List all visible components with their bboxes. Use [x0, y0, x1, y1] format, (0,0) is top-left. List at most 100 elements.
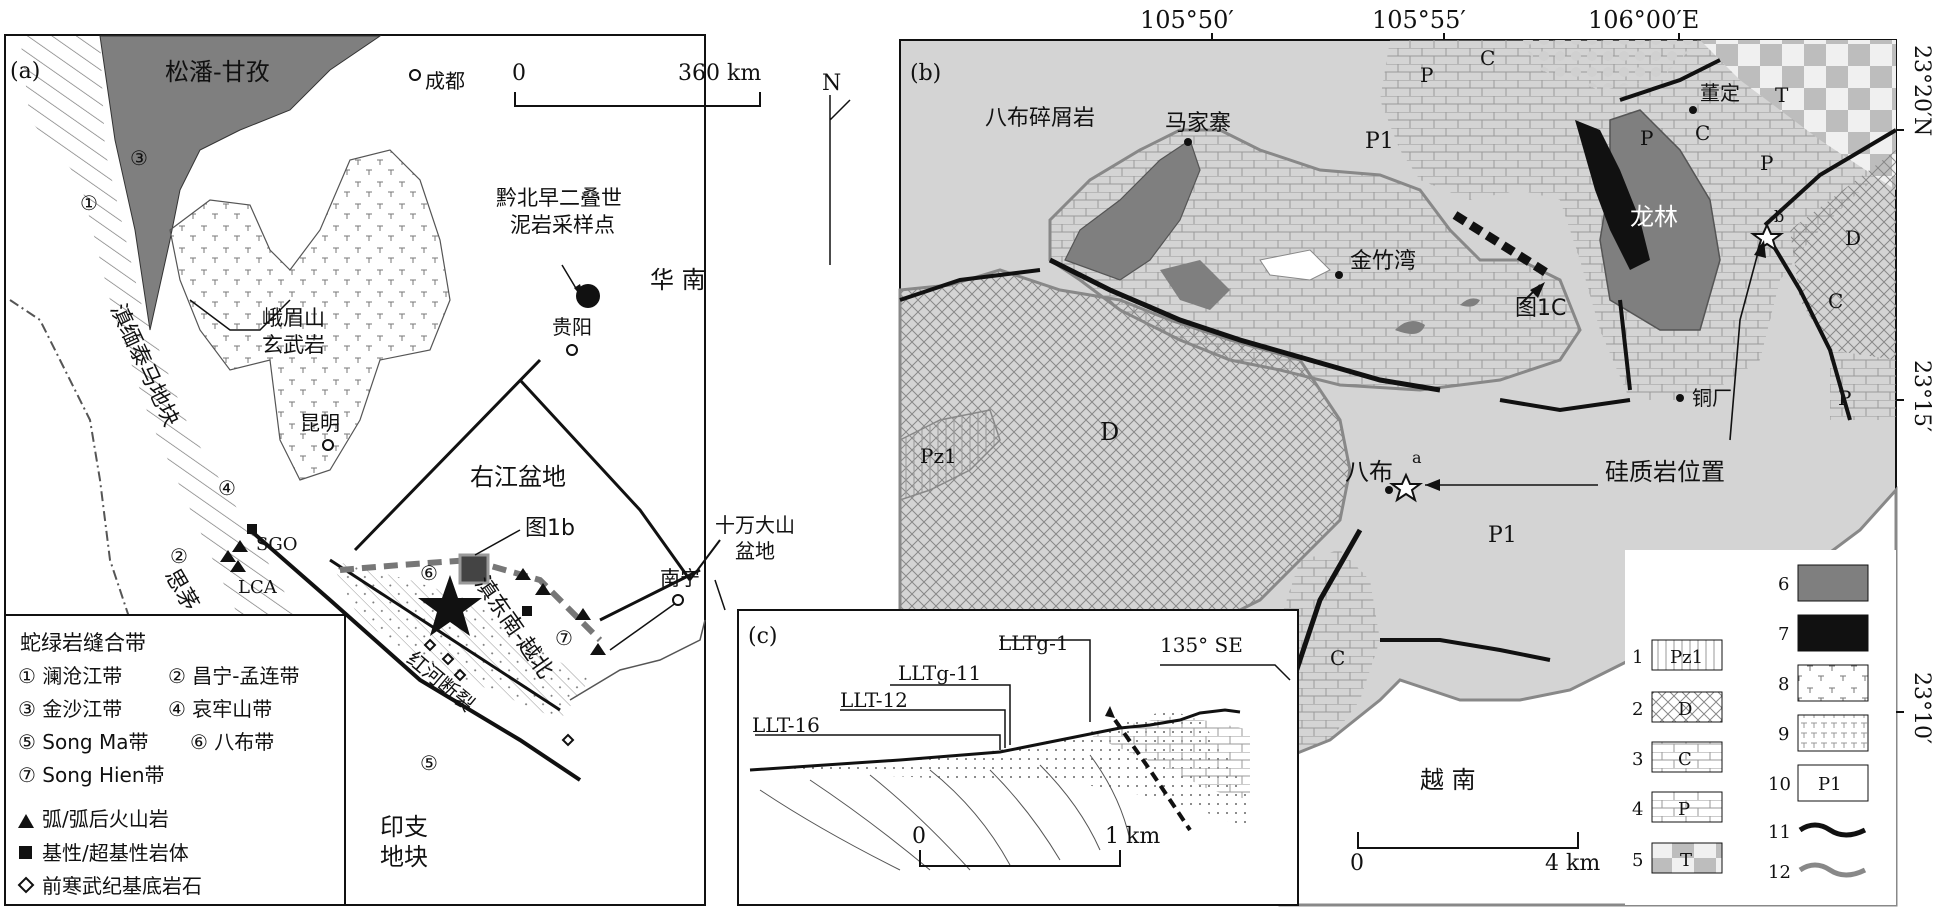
- p-mid-label: P: [1760, 151, 1773, 175]
- legend-diamond-icon: [17, 876, 35, 894]
- suture-1-marker: ①: [80, 191, 98, 215]
- c-top-label: C: [1480, 46, 1495, 70]
- honghe-fault: [248, 528, 582, 782]
- legend-b-text-2: D: [1678, 699, 1692, 720]
- nanning-arrow: [609, 599, 681, 651]
- fig1b-box: [458, 553, 490, 585]
- legend-b-num-7: 7: [1778, 624, 1789, 645]
- panel-c-label: (c): [748, 624, 778, 649]
- d-right-label: D: [1845, 226, 1861, 250]
- panel-b-label: (b): [910, 61, 941, 86]
- p1-bottom-label: P1: [1488, 523, 1517, 548]
- vietnam-label: 越 南: [1420, 766, 1476, 794]
- site-a-label: a: [1412, 448, 1422, 467]
- legend-b-swatch-6: [1797, 564, 1869, 602]
- guiyang-label: 贵阳: [552, 315, 592, 339]
- north-arrow-icon: [829, 95, 851, 265]
- suture-3-marker: ③: [130, 146, 148, 170]
- yinzhi-boundary: [329, 558, 561, 712]
- lat-tick-3: 23°10′: [1909, 672, 1934, 744]
- suture-2-marker: ②: [170, 544, 188, 568]
- sgo-label: SGO: [256, 534, 297, 555]
- dongding-label: 董定: [1700, 81, 1740, 105]
- pz1-label: Pz1: [920, 444, 957, 468]
- north-label: N: [822, 71, 841, 96]
- chengdu-label: 成都: [425, 69, 465, 93]
- legend-b-swatch-3: [1651, 741, 1723, 773]
- direction-label: 135° SE: [1160, 633, 1243, 657]
- siliceous-site-a-icon: [1389, 472, 1423, 503]
- legend-a-diamond: 前寒武纪基底岩石: [42, 874, 202, 898]
- sample-lltg11: LLTg-11: [898, 661, 981, 685]
- fig1b-leader: [474, 529, 521, 556]
- kunming-city-icon: [322, 439, 334, 451]
- c-top2-label: C: [1695, 121, 1710, 145]
- scale-a-max: 360 km: [678, 61, 761, 86]
- lat-ticks: [1896, 129, 1904, 713]
- section-fault: [1113, 718, 1192, 832]
- shiwan-label-1: 十万大山: [715, 513, 795, 537]
- legend-b-num-6: 6: [1778, 574, 1789, 595]
- jinzhuwan-label: 金竹湾: [1350, 249, 1416, 274]
- babu-breccia-label: 八布碎屑岩: [985, 106, 1095, 131]
- legend-b-line-11: [1798, 822, 1867, 838]
- c-small-label: C: [1330, 646, 1345, 670]
- arc-volcanic-triangles-icon: [515, 568, 606, 655]
- panel-b-scale-bar: [1357, 832, 1579, 849]
- devonian-right: [1790, 150, 1896, 360]
- shiwan-label-2: 盆地: [735, 539, 775, 563]
- babu-dark-lens: [1160, 260, 1230, 310]
- coastline: [569, 619, 706, 701]
- c-right-label: C: [1828, 289, 1843, 313]
- legend-a-row3a: ⑤ Song Ma带: [18, 730, 148, 754]
- legend-b-text-10: P1: [1818, 774, 1842, 795]
- legend-a-row2a: ③ 金沙江带: [18, 697, 122, 721]
- majiazhai-label: 马家寨: [1165, 111, 1231, 136]
- panel-c: (c) 135° SE LLTg-1 LLTg-11 LLT-12 LLT-16…: [737, 609, 1299, 906]
- sample-1-leader: [1000, 639, 1091, 722]
- suture-4-marker: ④: [218, 476, 236, 500]
- legend-b-text-5: T: [1680, 850, 1692, 871]
- yinzhi-label-2: 地块: [380, 843, 428, 871]
- legend-a-row1a: ① 澜沧江带: [18, 664, 122, 688]
- site-b-label: b: [1774, 207, 1784, 226]
- legend-b-num-1: 1: [1632, 647, 1643, 668]
- legend-b-num-5: 5: [1632, 850, 1643, 871]
- suture-5-marker: ⑤: [420, 751, 438, 775]
- lca-label: LCA: [238, 577, 278, 598]
- songpan-ganzi-area: [99, 35, 382, 331]
- legend-b-num-11: 11: [1768, 822, 1791, 843]
- top-dots-area: [1520, 40, 1700, 90]
- shiwan-leader: [714, 579, 726, 611]
- fault-longlin: [1618, 299, 1632, 391]
- legend-b-swatch-4: [1651, 791, 1723, 823]
- legend-a-square: 基性/超基性岩体: [42, 841, 189, 865]
- t-top-label: T: [1775, 83, 1789, 107]
- panel-a-scale-bar: [514, 92, 761, 107]
- legend-b-text-3: C: [1678, 749, 1692, 770]
- pz1-area: [899, 409, 1001, 502]
- section-surface: [749, 708, 1241, 772]
- longlin-label: 龙林: [1630, 203, 1678, 231]
- lat-tick-2: 23°15′: [1909, 360, 1934, 432]
- tongchang-dot: [1676, 394, 1684, 402]
- suture-6-marker: ⑥: [420, 561, 438, 585]
- lat-tick-1: 23°20′N: [1909, 45, 1934, 136]
- p-right-label: P: [1838, 386, 1851, 410]
- sample-llt16: LLT-16: [752, 713, 820, 737]
- siliceous-label: 硅质岩位置: [1605, 458, 1725, 486]
- legend-b-swatch-10: [1797, 764, 1869, 802]
- dian-yuenan-belt: [330, 560, 590, 720]
- tongchang-label: 铜厂: [1692, 386, 1732, 410]
- basement-diamonds-icon: [423, 638, 575, 747]
- panel-b: 105°50′ 105°55′ 106°00′E 23°20′N 23°15′ …: [898, 6, 1934, 907]
- lon-tick-1: 105°50′: [1140, 6, 1234, 34]
- legend-b-right: 6 7 8 9 10 P1 11 12: [1768, 564, 1869, 883]
- emei-label-2: 玄武岩: [262, 333, 325, 357]
- p-top2-label: P: [1640, 126, 1653, 150]
- fig1b-label: 图1b: [525, 516, 575, 541]
- babu-dot: [1385, 486, 1393, 494]
- emeishan-basalt-area: [169, 149, 451, 481]
- fault-center: [1499, 398, 1631, 413]
- lon-tick-2: 105°55′: [1372, 6, 1466, 34]
